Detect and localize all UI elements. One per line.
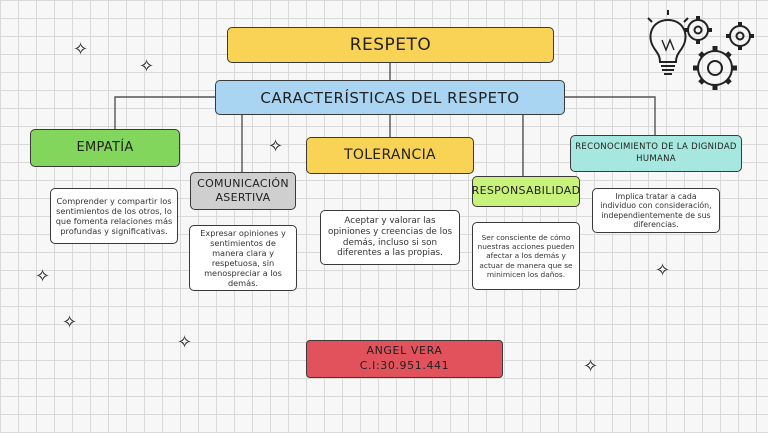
sparkle-icon: ✧ [139, 56, 155, 77]
sparkle-icon: ✧ [73, 39, 89, 60]
category-label: RESPONSABILIDAD [471, 184, 581, 198]
title-text: RESPETO [349, 35, 432, 55]
description-responsabilidad: Ser consciente de cómo nuestras acciones… [472, 222, 580, 290]
category-tolerancia: TOLERANCIA [306, 137, 474, 174]
category-label: COMUNICACIÓN ASERTIVA [197, 176, 289, 204]
sparkle-icon: ✧ [35, 266, 51, 287]
title-box: RESPETO [227, 27, 554, 63]
sparkle-icon: ✧ [655, 260, 671, 281]
author-name: ANGEL VERA [366, 344, 443, 358]
connector-dignidad [565, 96, 656, 136]
description-text: Ser consciente de cómo nuestras acciones… [477, 233, 575, 279]
description-text: Expresar opiniones y sentimientos de man… [200, 228, 286, 288]
category-label: RECONOCIMIENTO DE LA DIGNIDAD HUMANA [575, 142, 737, 164]
description-comunicacion-asertiva: Expresar opiniones y sentimientos de man… [189, 225, 297, 291]
description-text: Aceptar y valorar las opiniones y creenc… [327, 216, 453, 259]
category-comunicacion-asertiva: COMUNICACIÓN ASERTIVA [190, 172, 296, 210]
sparkle-icon: ✧ [268, 136, 284, 157]
description-empatia: Comprender y compartir los sentimientos … [50, 188, 178, 244]
sparkle-icon: ✧ [177, 332, 193, 353]
category-responsabilidad: RESPONSABILIDAD [472, 176, 580, 207]
sparkle-icon: ✧ [583, 356, 599, 377]
description-tolerancia: Aceptar y valorar las opiniones y creenc… [320, 210, 460, 265]
category-reconocimiento-dignidad: RECONOCIMIENTO DE LA DIGNIDAD HUMANA [570, 135, 742, 172]
category-empatia: EMPATÍA [30, 129, 180, 167]
category-label: EMPATÍA [76, 139, 134, 155]
sparkle-icon: ✧ [62, 312, 78, 333]
category-label: TOLERANCIA [344, 147, 436, 164]
author-box: ANGEL VERA C.I:30.951.441 [306, 340, 503, 378]
description-text: Comprender y compartir los sentimientos … [55, 196, 173, 236]
connector-empatia [114, 96, 215, 130]
lightbulb-gears-icon [647, 10, 754, 90]
author-id: C.I:30.951.441 [359, 359, 450, 372]
description-dignidad: Implica tratar a cada individuo con cons… [592, 188, 720, 233]
subtitle-box: CARACTERÍSTICAS DEL RESPETO [215, 80, 565, 115]
subtitle-text: CARACTERÍSTICAS DEL RESPETO [260, 88, 520, 107]
description-text: Implica tratar a cada individuo con cons… [600, 191, 712, 230]
